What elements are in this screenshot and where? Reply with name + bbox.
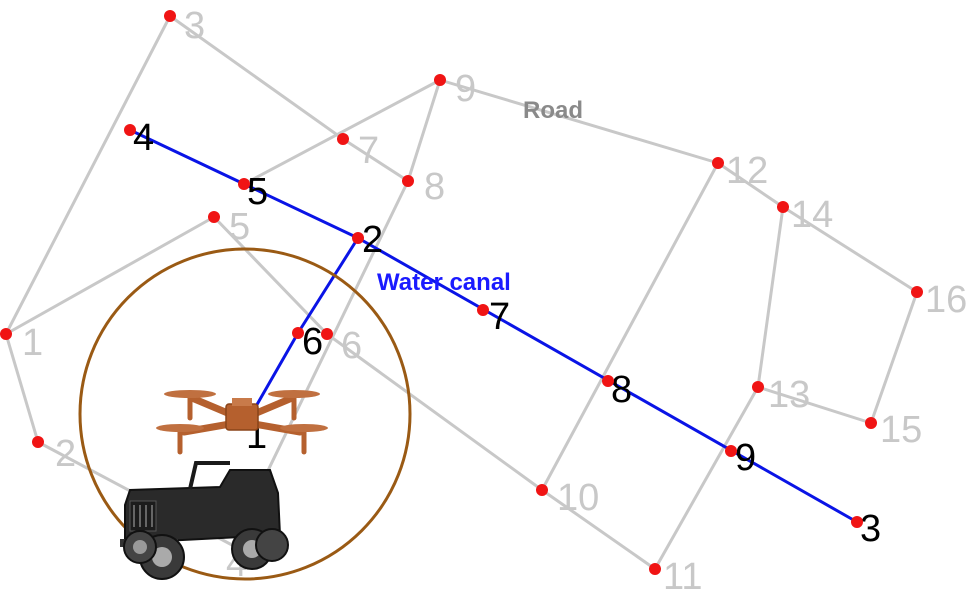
road-node-marker	[0, 328, 12, 340]
road-edge	[4, 332, 40, 444]
road-edge	[756, 205, 785, 389]
canal-node-label: 9	[735, 437, 756, 479]
road-node-marker	[32, 436, 44, 448]
road-node-marker	[712, 157, 724, 169]
road-node-labels: 1 2 3 4 5 6 7 8 9 10 11 12 13 14 15 16	[22, 5, 967, 598]
road-node-marker	[536, 484, 548, 496]
road-node-label: 8	[424, 166, 445, 208]
road-node-marker	[752, 381, 764, 393]
road-node-label: 11	[663, 556, 702, 598]
road-node-marker	[649, 563, 661, 575]
road-edge	[781, 205, 919, 294]
road-node-markers	[0, 10, 923, 575]
canal-node-marker	[352, 232, 364, 244]
canal-node-label: 3	[860, 508, 881, 550]
road-edge	[653, 385, 760, 571]
canal-node-marker	[124, 124, 136, 136]
canal-title: Water canal	[377, 269, 511, 296]
road-edge	[756, 385, 873, 425]
drone-icon	[156, 390, 328, 455]
road-edge	[540, 161, 720, 492]
road-node-label: 12	[726, 150, 768, 192]
canal-node-label: 6	[302, 321, 323, 363]
road-node-label: 15	[880, 409, 922, 451]
road-node-label: 7	[358, 130, 379, 172]
road-edge	[4, 215, 216, 336]
canal-edge	[253, 331, 300, 410]
road-edge	[168, 14, 345, 141]
road-edge	[869, 290, 919, 425]
road-edge	[341, 137, 410, 183]
road-node-marker	[434, 74, 446, 86]
road-node-label: 10	[557, 477, 599, 519]
road-node-marker	[337, 133, 349, 145]
road-node-marker	[865, 417, 877, 429]
road-network	[4, 14, 919, 571]
canal-node-label: 7	[489, 296, 510, 338]
canal-node-labels: 1 2 3 4 5 6 7 8 9	[133, 117, 881, 550]
road-node-label: 1	[22, 322, 43, 364]
road-node-label: 13	[768, 374, 810, 416]
road-node-marker	[911, 286, 923, 298]
road-node-marker	[321, 328, 333, 340]
road-edge	[716, 161, 785, 209]
canal-edge	[296, 236, 360, 335]
road-edge	[406, 78, 442, 183]
road-title: Road	[523, 97, 583, 124]
canal-node-label: 5	[247, 171, 268, 213]
canal-node-marker	[292, 327, 304, 339]
canal-node-marker	[851, 516, 863, 528]
road-node-marker	[777, 201, 789, 213]
road-edge	[438, 78, 720, 165]
road-node-marker	[208, 211, 220, 223]
jeep-icon	[120, 461, 289, 580]
canal-node-markers	[124, 124, 863, 528]
road-node-label: 2	[55, 433, 76, 475]
road-edge	[325, 332, 544, 492]
road-node-label: 14	[791, 194, 833, 236]
road-node-label: 6	[341, 325, 362, 367]
road-node-label: 3	[184, 5, 205, 47]
canal-node-marker	[602, 375, 614, 387]
road-node-label: 9	[455, 68, 476, 110]
road-node-label: 5	[229, 206, 250, 248]
road-node-label: 16	[925, 279, 967, 321]
road-edge	[4, 14, 172, 336]
road-node-marker	[164, 10, 176, 22]
road-node-marker	[402, 175, 414, 187]
canal-node-marker	[725, 445, 737, 457]
canal-node-label: 8	[611, 369, 632, 411]
canal-node-marker	[477, 304, 489, 316]
canal-node-label: 4	[133, 117, 154, 159]
coverage-circle	[78, 247, 412, 581]
canal-node-label: 2	[362, 219, 383, 261]
canal-node-marker	[238, 178, 250, 190]
road-edge	[540, 488, 657, 571]
road-edge	[242, 78, 442, 186]
